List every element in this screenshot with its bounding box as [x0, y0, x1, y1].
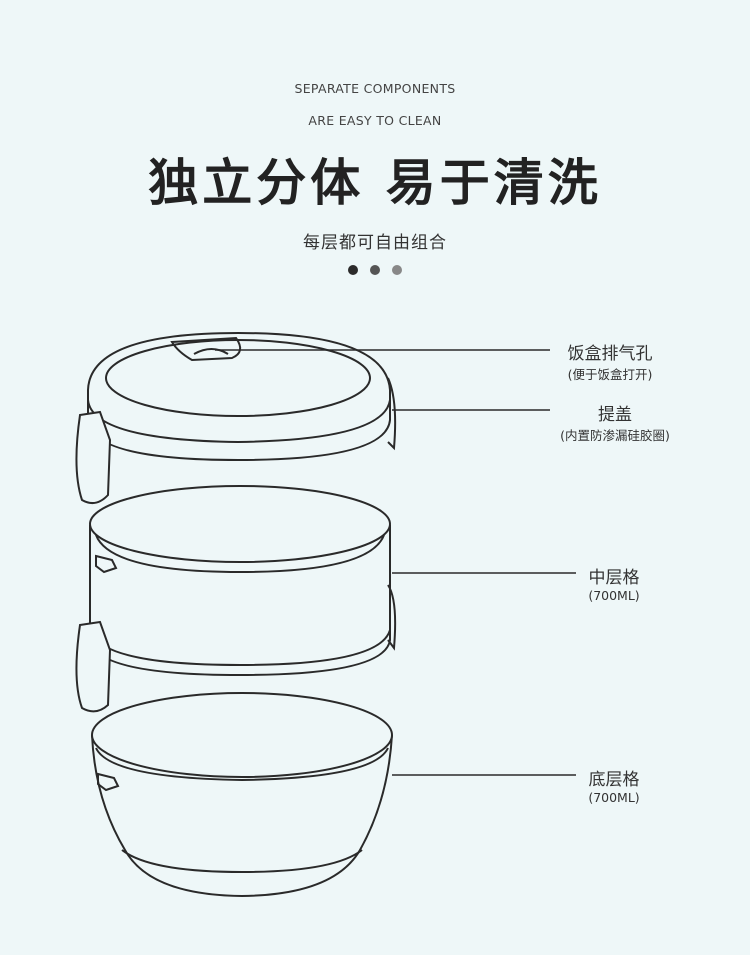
left-clip-icon	[75, 620, 112, 713]
callout-note: (便于饭盒打开)	[567, 367, 653, 382]
callout-note: (700ML)	[588, 790, 640, 805]
callout-label: 底层格	[588, 770, 640, 790]
lid	[75, 331, 397, 505]
left-clip-icon	[75, 410, 112, 505]
callout-vent: 饭盒排气孔 (便于饭盒打开)	[550, 339, 670, 383]
callout-note: (内置防渗漏硅胶圈)	[560, 428, 670, 443]
english-heading-line1: SEPARATE COMPONENTS	[294, 81, 456, 96]
english-heading-line2: ARE EASY TO CLEAN	[308, 113, 442, 128]
dot-indicator-2	[370, 265, 380, 275]
callout-label: 提盖	[598, 405, 632, 425]
callout-note: (700ML)	[588, 588, 640, 603]
dot-indicator-1	[348, 265, 358, 275]
callout-lines	[215, 349, 576, 776]
callout-bottom-tier: 底层格 (700ML)	[576, 765, 652, 805]
callout-lid: 提盖 (内置防渗漏硅胶圈)	[540, 400, 690, 444]
dot-indicator-3	[392, 265, 402, 275]
callout-label: 中层格	[588, 568, 640, 588]
subtitle: 每层都可自由组合	[303, 233, 447, 253]
middle-tier	[75, 485, 397, 713]
page-title: 独立分体 易于清洗	[148, 154, 602, 212]
callout-label: 饭盒排气孔	[567, 344, 653, 364]
bottom-tier	[91, 692, 393, 898]
callout-middle-tier: 中层格 (700ML)	[576, 563, 652, 603]
vent-hole-icon	[170, 336, 242, 362]
